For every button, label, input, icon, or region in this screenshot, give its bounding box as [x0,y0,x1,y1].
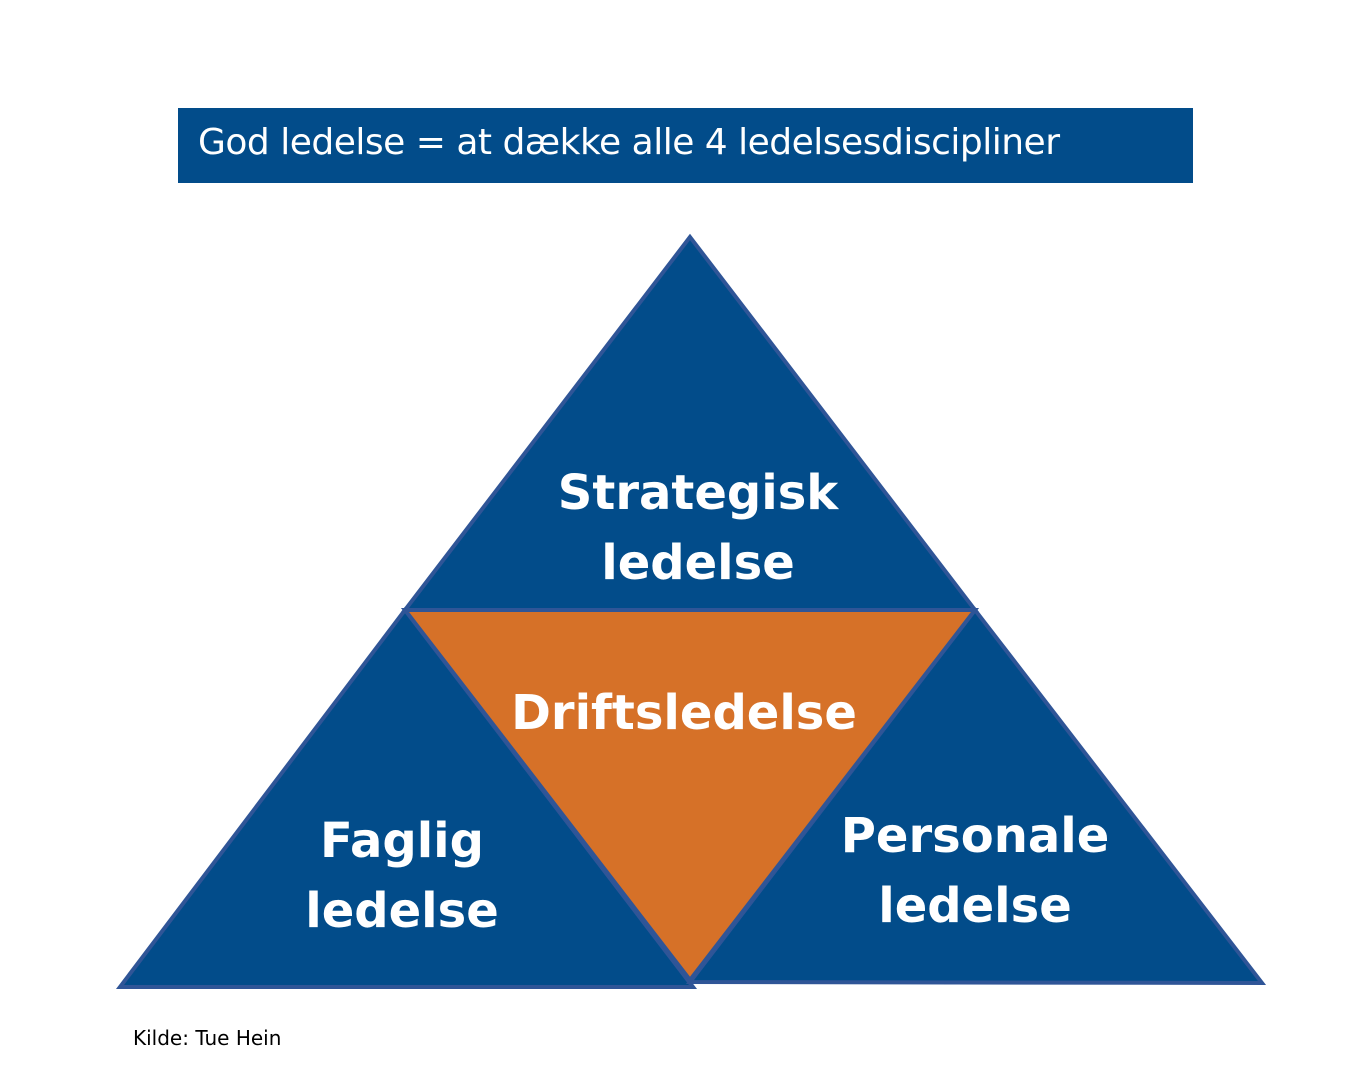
label-strategisk: Strategisk ledelse [558,458,838,598]
label-strategisk-line1: Strategisk [557,465,839,521]
diagram-title: God ledelse = at dække alle 4 ledelsesdi… [198,122,1060,163]
title-banner: God ledelse = at dække alle 4 ledelsesdi… [178,108,1193,183]
label-strategisk-line2: ledelse [601,535,795,591]
label-faglig: Faglig ledelse [305,806,499,946]
label-faglig-line1: Faglig [320,813,484,869]
label-driftsledelse: Driftsledelse [511,683,857,743]
center-triangle-drift [400,608,980,984]
label-faglig-line2: ledelse [305,883,499,939]
source-caption: Kilde: Tue Hein [133,1026,282,1050]
label-personale-line2: ledelse [878,878,1072,934]
label-personale: Personale ledelse [841,801,1110,941]
label-driftsledelse-line1: Driftsledelse [511,685,857,741]
label-personale-line1: Personale [840,808,1110,864]
